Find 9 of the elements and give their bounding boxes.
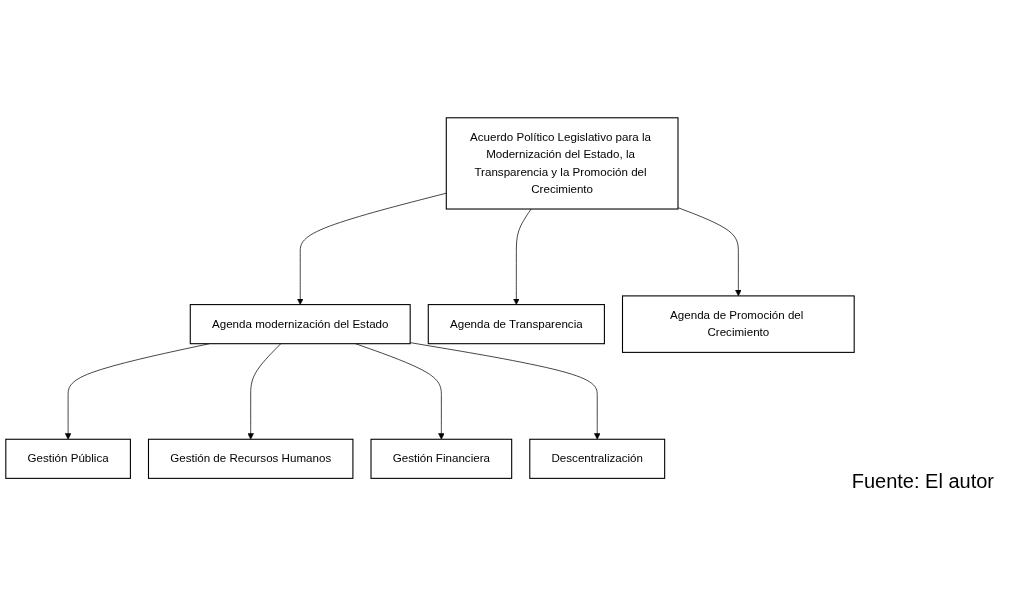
node-box: Acuerdo Político Legislativo para la Modernización del Estado, la Transparencia y la Promoción del Crecimiento: [445, 117, 679, 210]
node-box: Agenda de Promoción del Crecimiento: [621, 295, 855, 353]
node-box: Descentralización: [529, 438, 666, 479]
node-box: Gestión de Recursos Humanos: [147, 438, 354, 479]
node-box: Gestión Financiera: [370, 438, 513, 479]
source-note: Fuente: El autor: [851, 470, 994, 493]
node-box: Agenda de Transparencia: [427, 303, 605, 345]
node-box: Agenda modernización del Estado: [189, 303, 411, 345]
node-box: Gestión Pública: [5, 438, 131, 479]
